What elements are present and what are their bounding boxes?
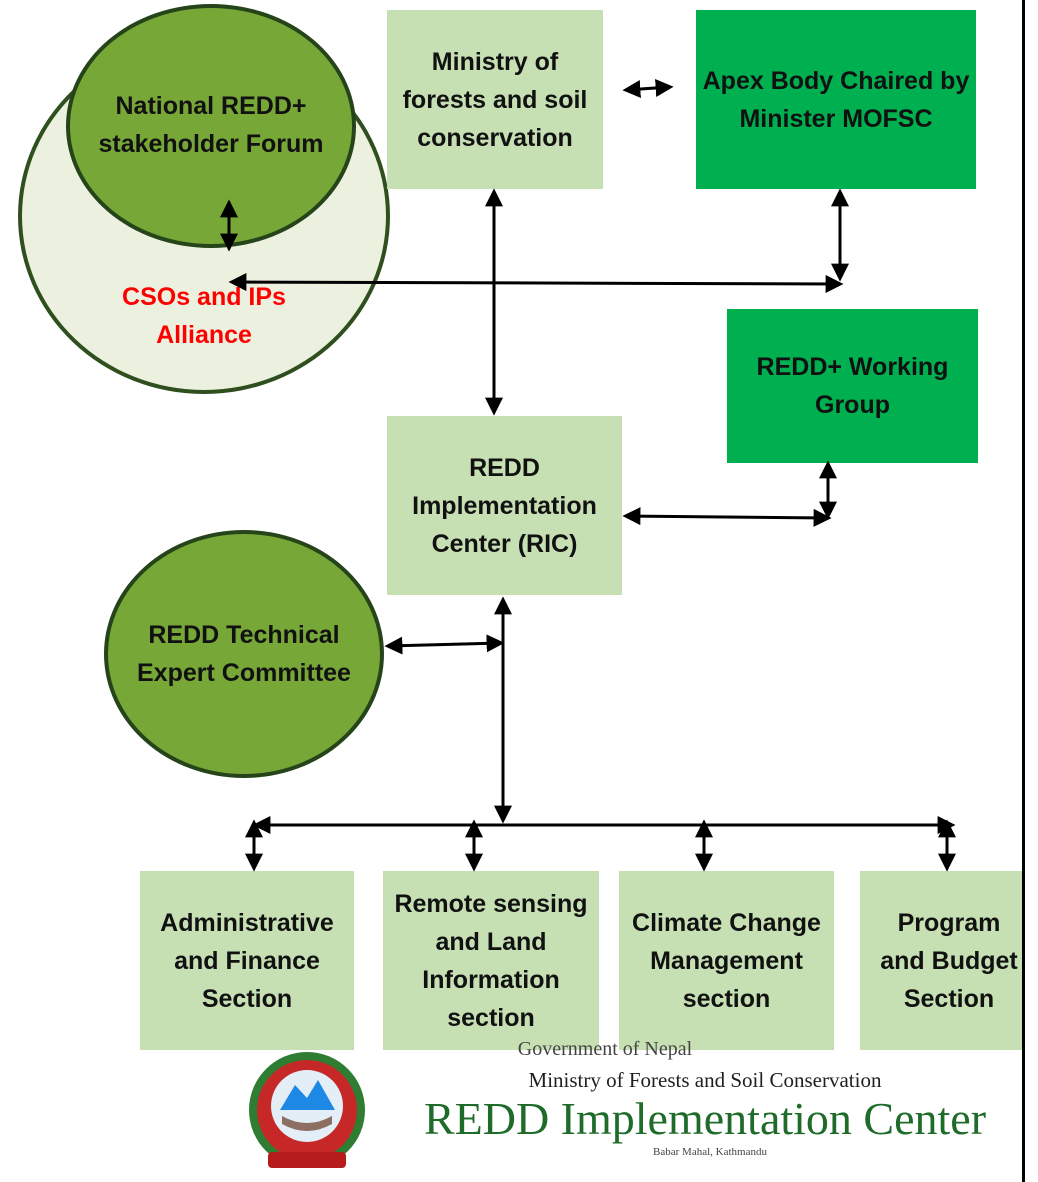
arrow-alliance-apex (228, 273, 844, 293)
footer-government: Government of Nepal (517, 1038, 693, 1060)
ric-box: REDD Implementation Center (RIC) (387, 416, 622, 595)
remote-sensing-section: Remote sensing and Land Information sect… (383, 871, 599, 1050)
footer-address: Babar Mahal, Kathmandu (653, 1146, 767, 1158)
arrow-ministry-apex (622, 79, 674, 98)
tech-committee-circle (104, 530, 384, 778)
footer-ministry: Ministry of Forests and Soil Conservatio… (528, 1068, 882, 1092)
working-group-box: REDD+ Working Group (727, 309, 978, 463)
program-budget-section: Program and Budget Section (860, 871, 1022, 1050)
page-right-border (1022, 0, 1025, 1182)
program-budget-label: Program and Budget Section (880, 908, 1018, 1013)
arrow-ric-working-group (622, 507, 832, 527)
arrow-committee-trunk (384, 634, 505, 655)
footer-center-name: REDD Implementation Center (423, 1093, 987, 1144)
nepal-emblem (249, 1052, 365, 1168)
forum-circle (66, 4, 356, 248)
tech-committee-label: REDD Technical Expert Committee (137, 621, 351, 687)
climate-change-section: Climate Change Management section (619, 871, 834, 1050)
alliance-label: CSOs and IPs Alliance (122, 283, 286, 349)
apex-body-box: Apex Body Chaired by Minister MOFSC (696, 10, 976, 189)
admin-finance-section: Administrative and Finance Section (140, 871, 354, 1050)
ministry-box: Ministry of forests and soil conservatio… (387, 10, 603, 189)
forum-label: National REDD+ stakeholder Forum (98, 92, 324, 158)
